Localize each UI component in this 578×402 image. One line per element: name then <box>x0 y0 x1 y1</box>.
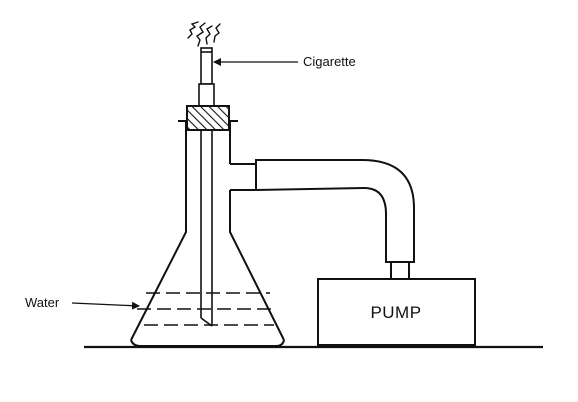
rubber-hose <box>255 159 415 263</box>
inlet-tube <box>200 130 213 327</box>
cigarette-holder <box>198 83 215 107</box>
conical-flask <box>130 122 285 347</box>
water-label-group: Water <box>25 295 140 310</box>
pump-box <box>317 278 476 346</box>
pump: PUMP <box>317 278 476 346</box>
cigarette-label-group: Cigarette <box>213 54 356 69</box>
smoke-wisps-icon <box>187 21 221 47</box>
water-arrow <box>71 301 140 310</box>
water <box>137 292 276 326</box>
pump-label: PUMP <box>370 303 421 322</box>
pump-inlet <box>390 261 410 281</box>
cigarette <box>200 47 213 85</box>
cigarette-label: Cigarette <box>303 54 356 69</box>
water-label: Water <box>25 295 60 310</box>
hatched-stopper-icon <box>186 105 230 131</box>
side-arm <box>230 163 256 191</box>
